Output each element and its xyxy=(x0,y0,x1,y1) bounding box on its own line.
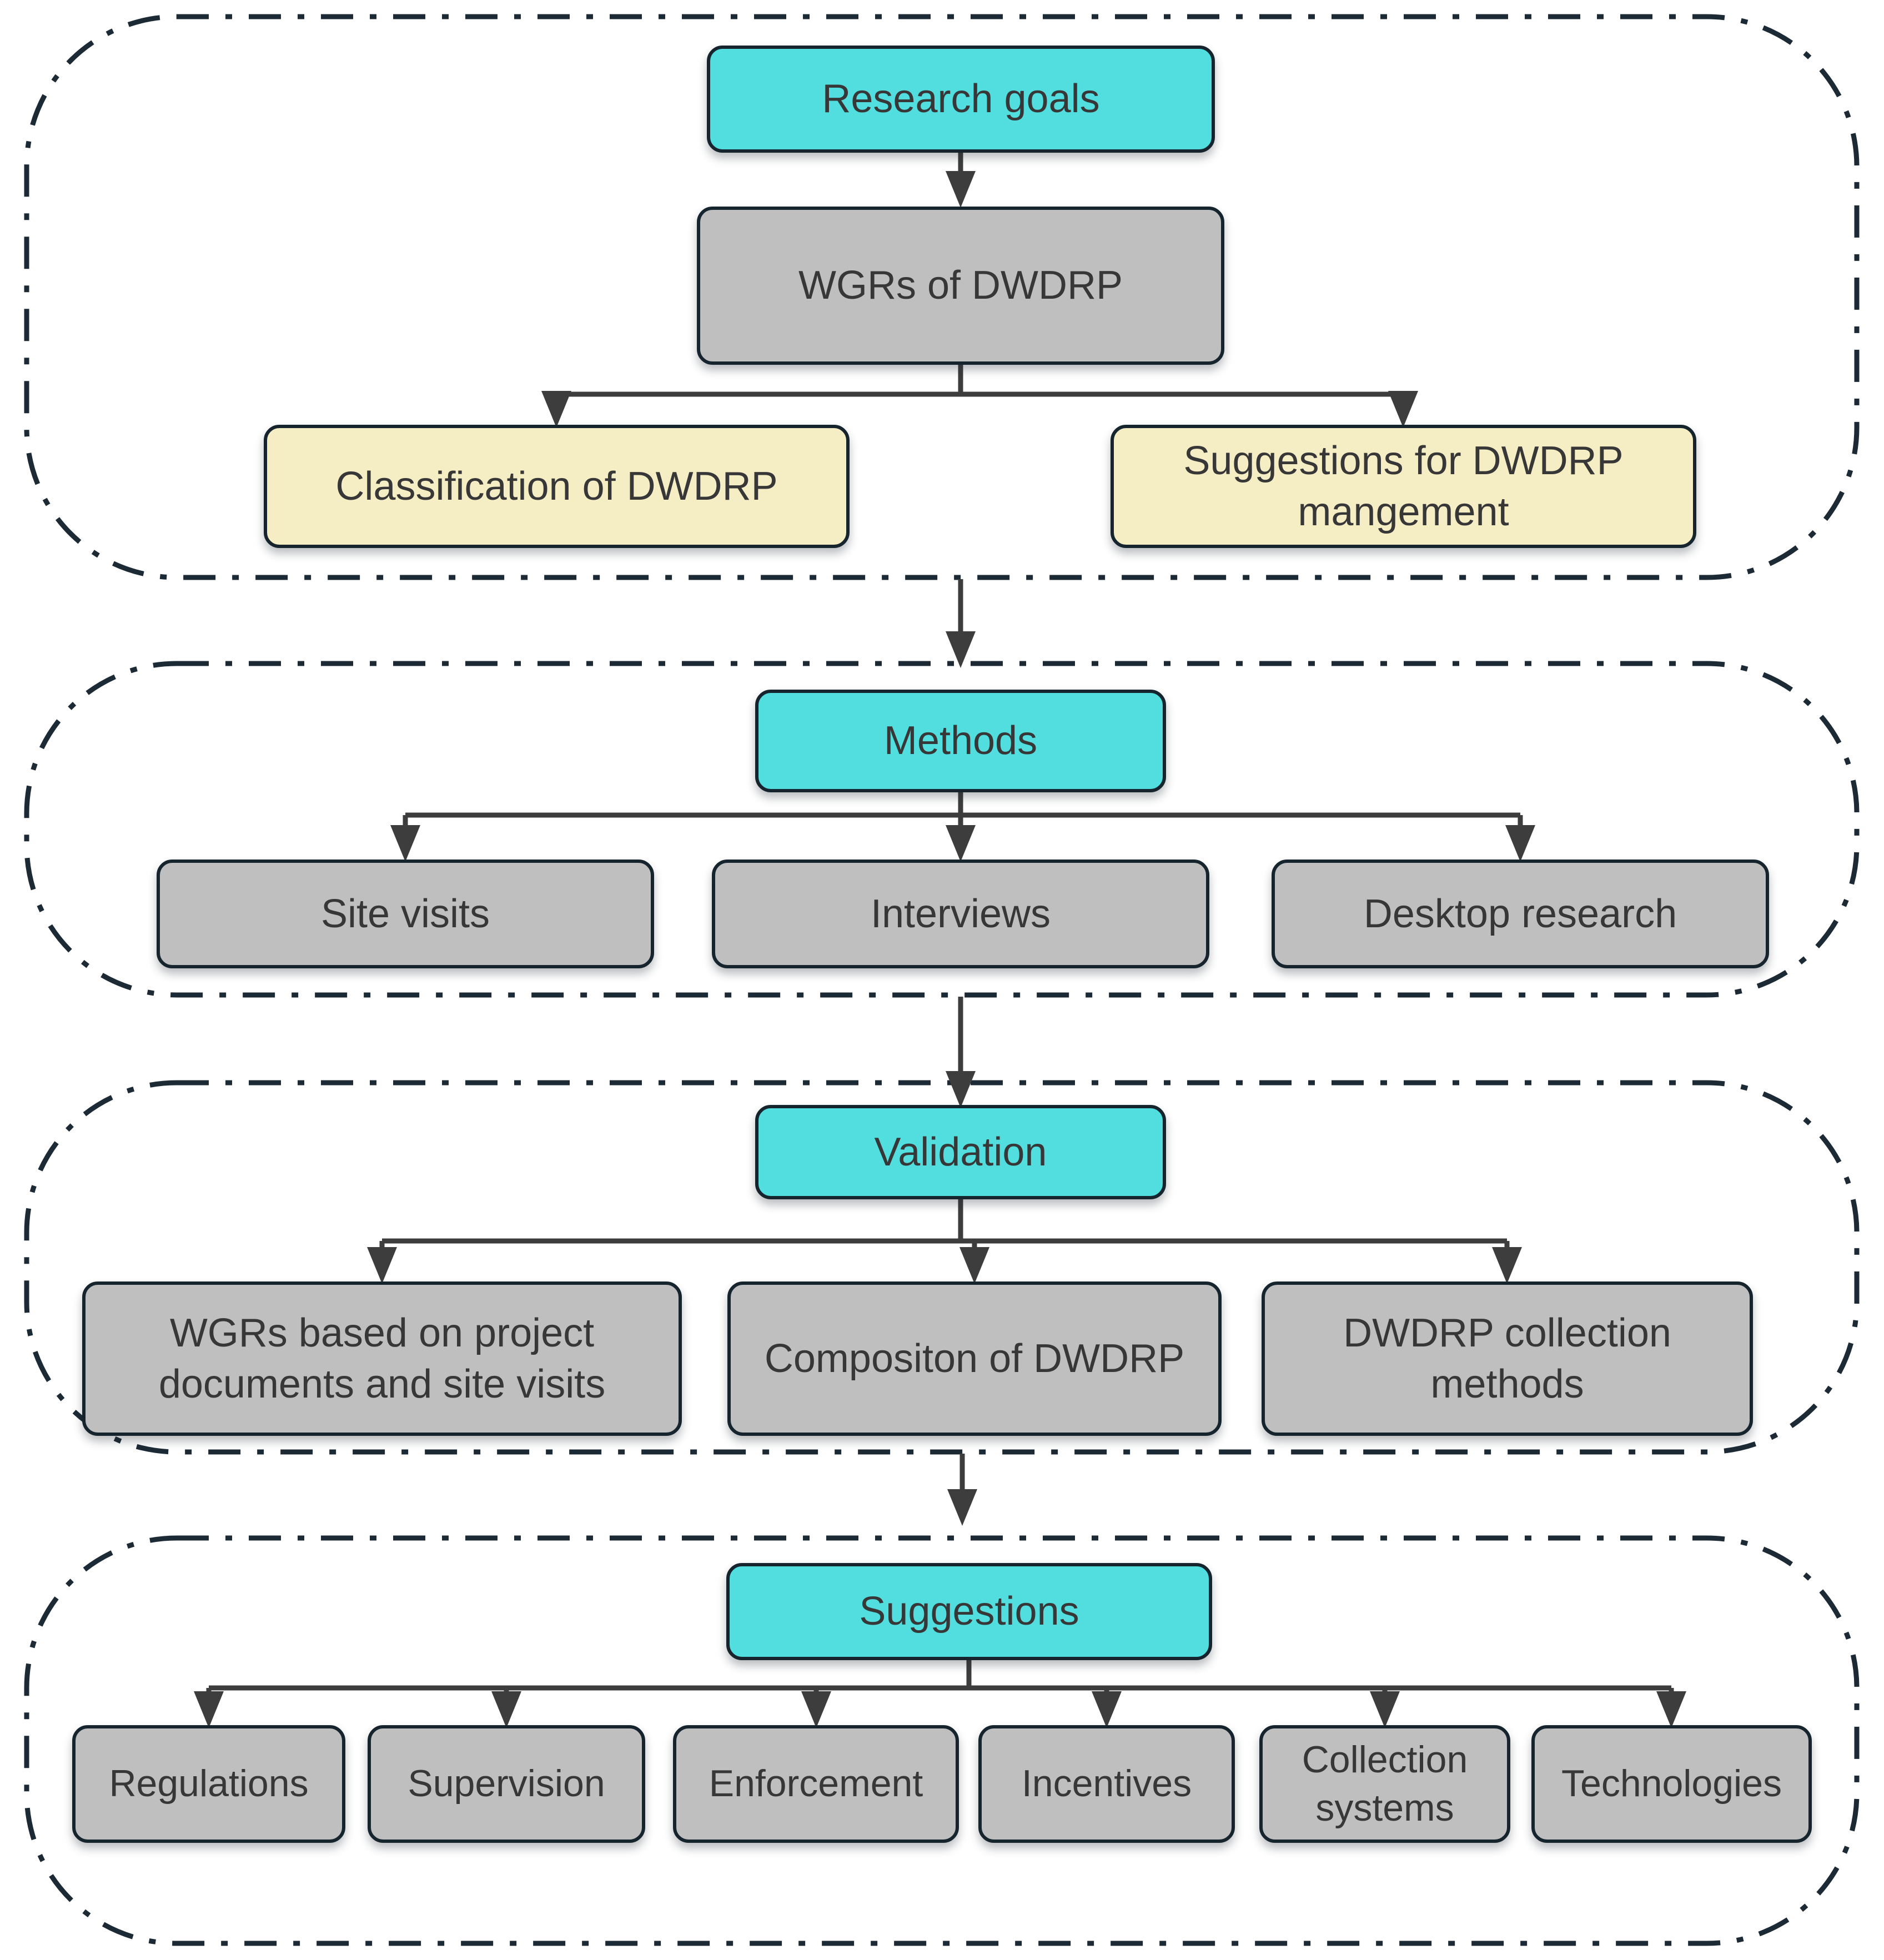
node-classification-of-dwdrp: Classification of DWDRP xyxy=(264,425,850,548)
section-outline-suggestions xyxy=(24,1535,1860,1946)
node-desktop-research: Desktop research xyxy=(1272,860,1769,968)
node-validation: Validation xyxy=(755,1105,1166,1199)
node-suggestions: Suggestions xyxy=(726,1563,1212,1660)
node-wgrs-project-documents: WGRs based on project documents and site… xyxy=(82,1281,682,1436)
node-enforcement: Enforcement xyxy=(673,1725,959,1843)
node-collection-systems: Collection systems xyxy=(1259,1725,1510,1843)
node-supervision: Supervision xyxy=(368,1725,645,1843)
node-research-goals: Research goals xyxy=(707,46,1215,153)
node-suggestions-for-dwdrp-management: Suggestions for DWDRP mangement xyxy=(1111,425,1696,548)
section-outline-validation xyxy=(24,1080,1860,1455)
section-outline-methods xyxy=(24,661,1860,998)
node-interviews: Interviews xyxy=(712,860,1209,968)
node-methods: Methods xyxy=(755,690,1166,792)
node-dwdrp-collection-methods: DWDRP collection methods xyxy=(1262,1281,1753,1436)
section-outline-research-goals xyxy=(24,14,1860,580)
node-incentives: Incentives xyxy=(978,1725,1235,1843)
arrowheads xyxy=(194,171,1686,1728)
node-wgrs-of-dwdrp: WGRs of DWDRP xyxy=(697,207,1224,365)
node-regulations: Regulations xyxy=(72,1725,345,1843)
node-site-visits: Site visits xyxy=(157,860,654,968)
node-composition-of-dwdrp: Compositon of DWDRP xyxy=(727,1281,1222,1436)
node-technologies: Technologies xyxy=(1531,1725,1812,1843)
